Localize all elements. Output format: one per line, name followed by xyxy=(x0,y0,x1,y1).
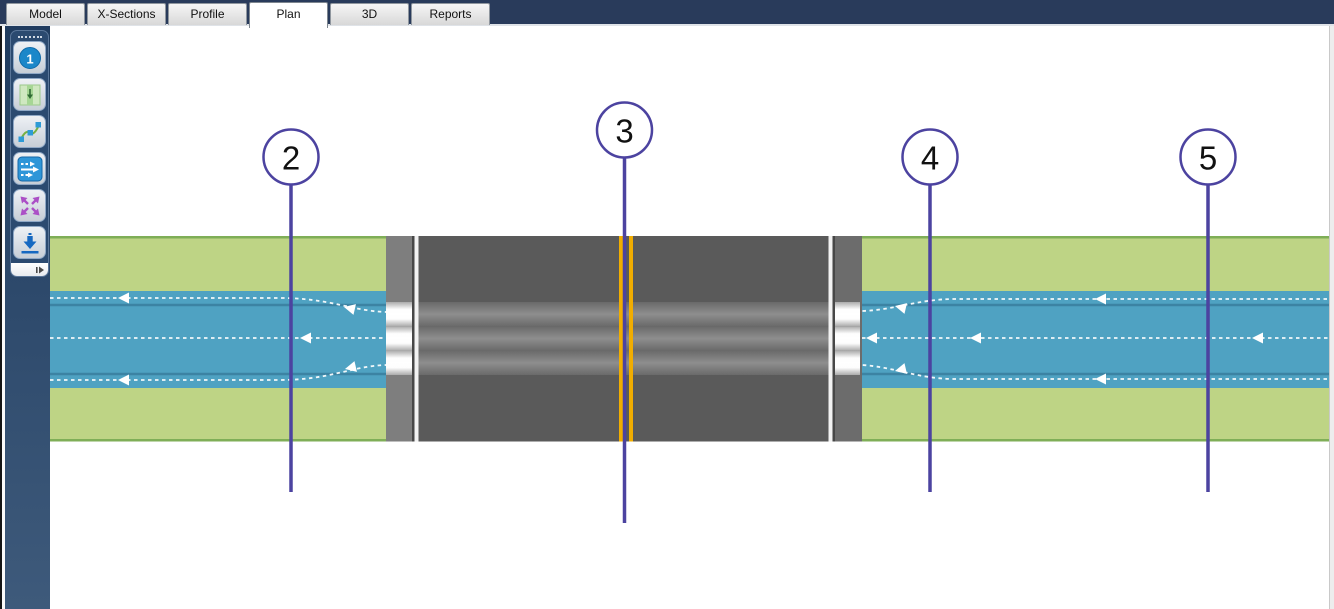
station-numbers-button[interactable]: 1 xyxy=(13,41,46,74)
plan-canvas[interactable]: 2 3 4 5 xyxy=(0,26,1334,609)
zoom-extents-button[interactable] xyxy=(13,189,46,222)
svg-text:5: 5 xyxy=(1199,140,1217,177)
tab-3d[interactable]: 3D xyxy=(330,3,409,25)
tab-x-sections[interactable]: X-Sections xyxy=(87,3,166,25)
flow-path-lines xyxy=(50,297,1334,381)
station-markers: 2 3 4 5 xyxy=(262,101,1237,524)
tab-bar-divider xyxy=(0,24,1334,26)
tab-plan[interactable]: Plan xyxy=(249,2,328,28)
expand-arrows-icon xyxy=(20,196,39,215)
window-right-edge xyxy=(1329,24,1334,609)
tab-reports[interactable]: Reports xyxy=(411,3,490,25)
tab-strip: Model X-Sections Profile Plan 3D Reports xyxy=(6,2,490,28)
plan-tool-dock: 1 xyxy=(10,30,49,277)
channel-bank-lines xyxy=(50,303,1334,376)
svg-text:4: 4 xyxy=(921,140,939,177)
station-marker-4[interactable]: 4 xyxy=(901,128,959,493)
tab-model[interactable]: Model xyxy=(6,3,85,25)
station-marker-3[interactable]: 3 xyxy=(595,101,654,524)
window-left-edge xyxy=(0,0,2,609)
flow-arrows-icon xyxy=(17,156,42,181)
dock-drag-handle[interactable] xyxy=(17,36,42,38)
down-arrow-icon xyxy=(21,232,38,253)
svg-text:1: 1 xyxy=(26,51,33,66)
polyline-nodes-icon xyxy=(18,121,41,142)
flow-direction-arrows xyxy=(118,292,1263,386)
culvert-inlet-outlet xyxy=(386,302,860,375)
pan-down-button[interactable] xyxy=(13,226,46,259)
collapse-dock-icon xyxy=(36,266,44,273)
culvert-crossing-button[interactable] xyxy=(13,78,46,111)
station-marker-5[interactable]: 5 xyxy=(1179,128,1237,493)
station-marker-2[interactable]: 2 xyxy=(262,128,320,493)
tab-profile[interactable]: Profile xyxy=(168,3,247,25)
road-centerline xyxy=(619,236,633,442)
culvert-crossing-icon xyxy=(19,84,40,105)
window-left-highlight xyxy=(2,0,5,609)
alignment-polyline-button[interactable] xyxy=(13,115,46,148)
dock-collapse-bar[interactable] xyxy=(11,263,48,276)
svg-text:2: 2 xyxy=(282,140,300,177)
flow-arrows-button[interactable] xyxy=(13,152,46,185)
numbered-circle-icon: 1 xyxy=(18,46,41,69)
svg-text:3: 3 xyxy=(615,113,633,150)
